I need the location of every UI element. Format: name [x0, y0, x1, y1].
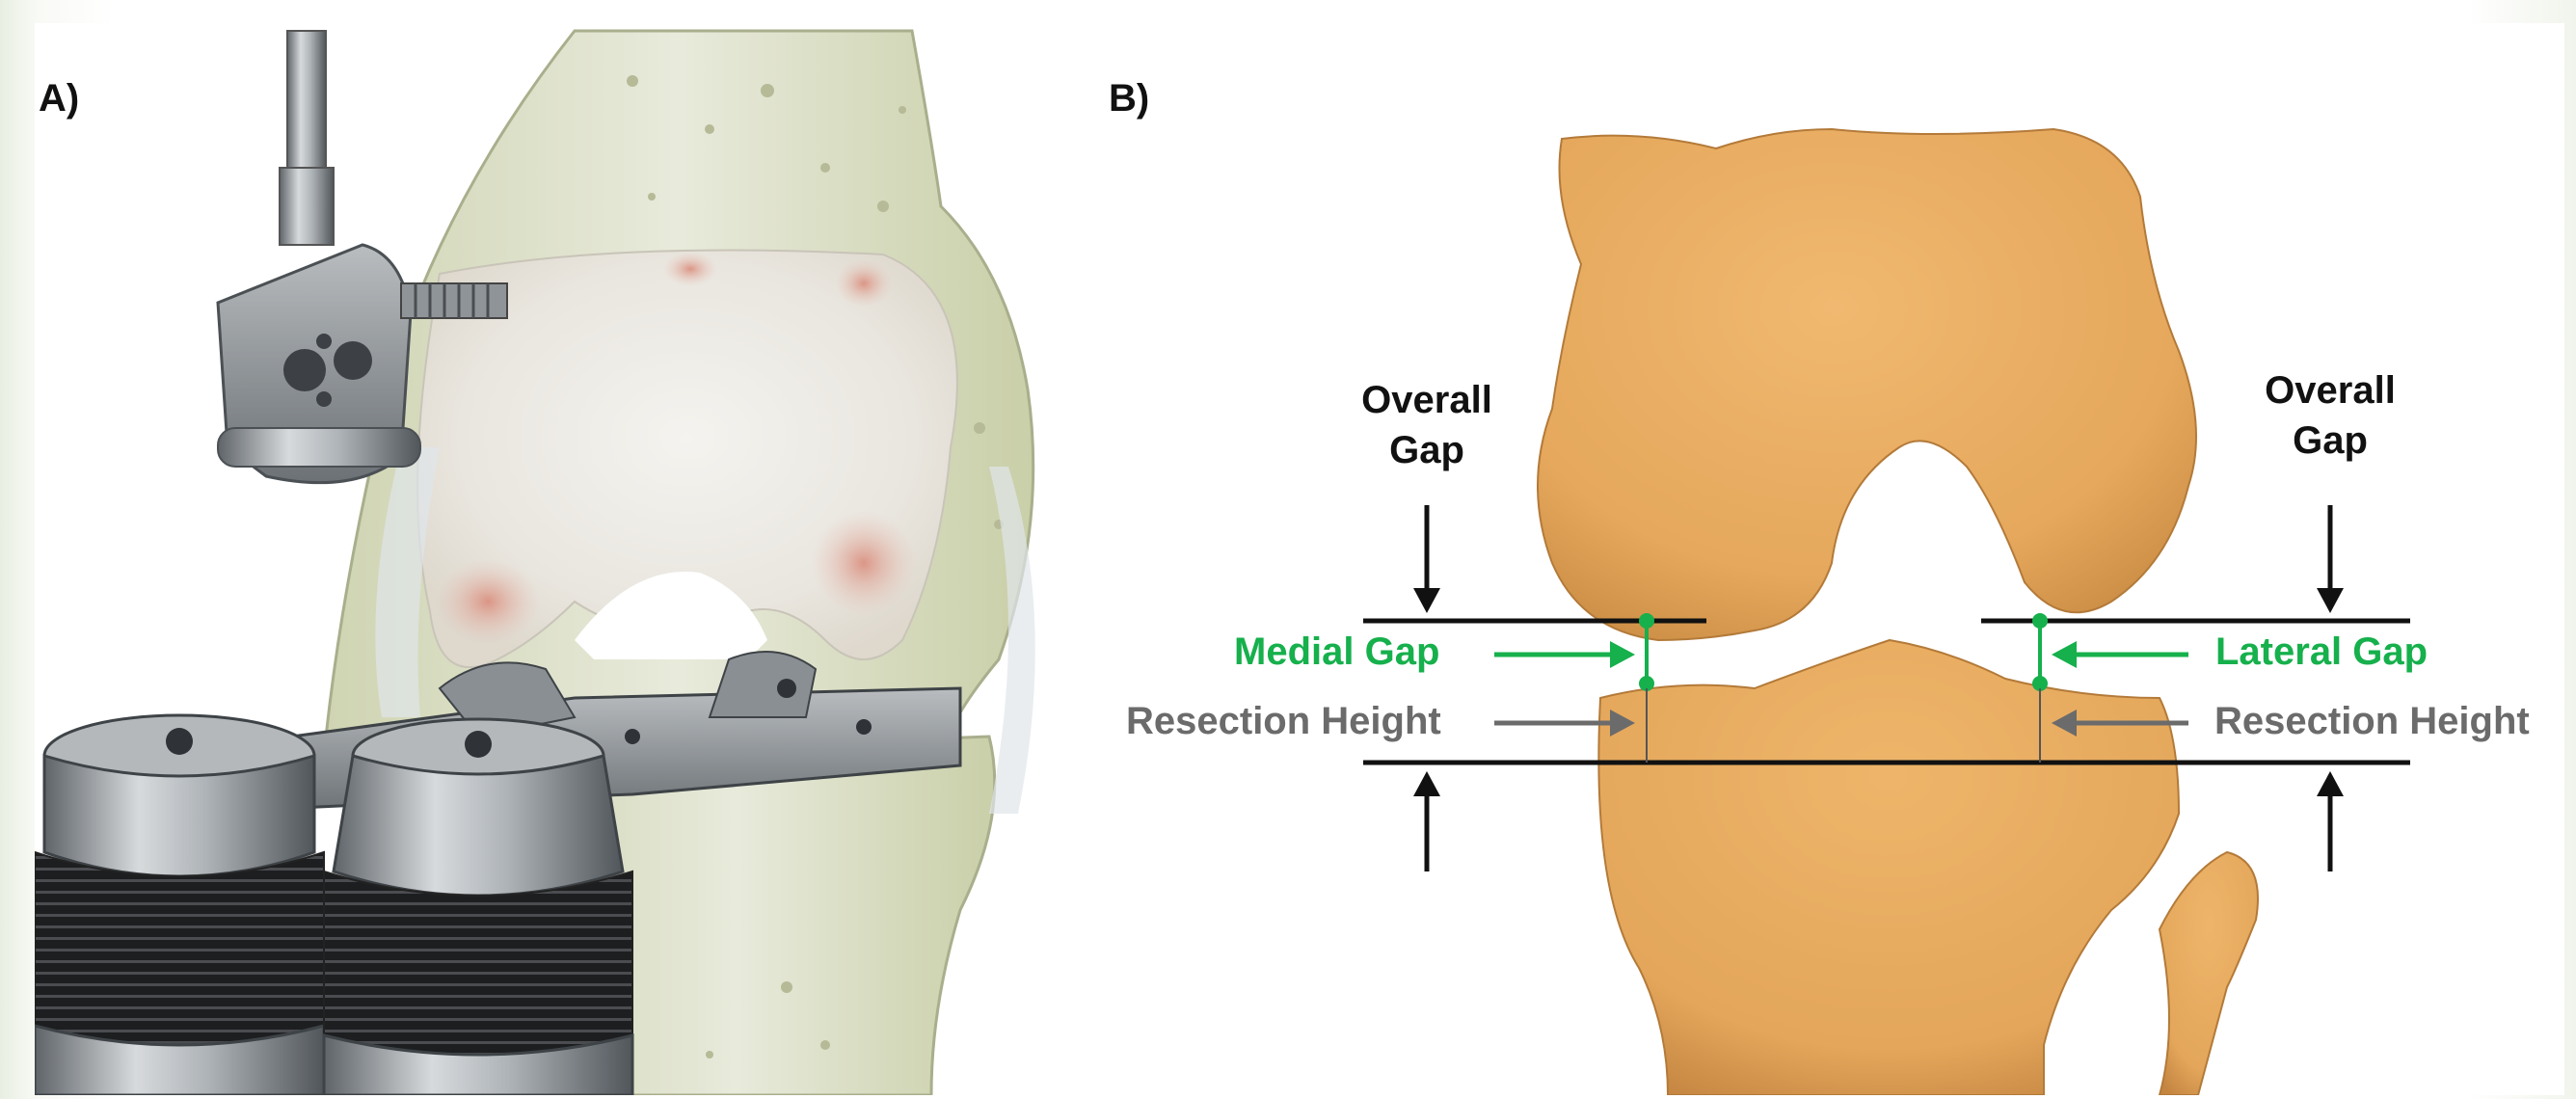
right-resection-height-label: Resection Height: [2214, 700, 2530, 743]
lateral-gap-arrow-head: [2052, 641, 2077, 668]
medial-gap-arrow-head: [1610, 641, 1635, 668]
left-lower-arrow-head: [1413, 771, 1440, 796]
femur-shape: [1538, 129, 2196, 640]
fibula-shape: [2160, 852, 2258, 1095]
medial-gap-top-dot: [1639, 613, 1654, 629]
panel-a: A): [35, 23, 1076, 1095]
tibia-shape: [1598, 640, 2179, 1095]
lateral-gap-top-dot: [2032, 613, 2048, 629]
panel-b: B): [1099, 23, 2564, 1095]
medial-gap-label: Medial Gap: [1234, 630, 1439, 674]
left-overall-gap-label: Overall Gap: [1350, 375, 1504, 475]
left-upper-arrow-head: [1413, 588, 1440, 613]
right-upper-arrow-head: [2317, 588, 2344, 613]
left-resection-height-label: Resection Height: [1126, 700, 1441, 743]
right-overall-gap-label: Overall Gap: [2253, 365, 2407, 466]
knee-gap-diagram: [1099, 23, 2564, 1095]
right-lower-arrow-head: [2317, 771, 2344, 796]
lateral-gap-label: Lateral Gap: [2215, 630, 2428, 674]
knee-robot-illustration: [35, 23, 1076, 1095]
